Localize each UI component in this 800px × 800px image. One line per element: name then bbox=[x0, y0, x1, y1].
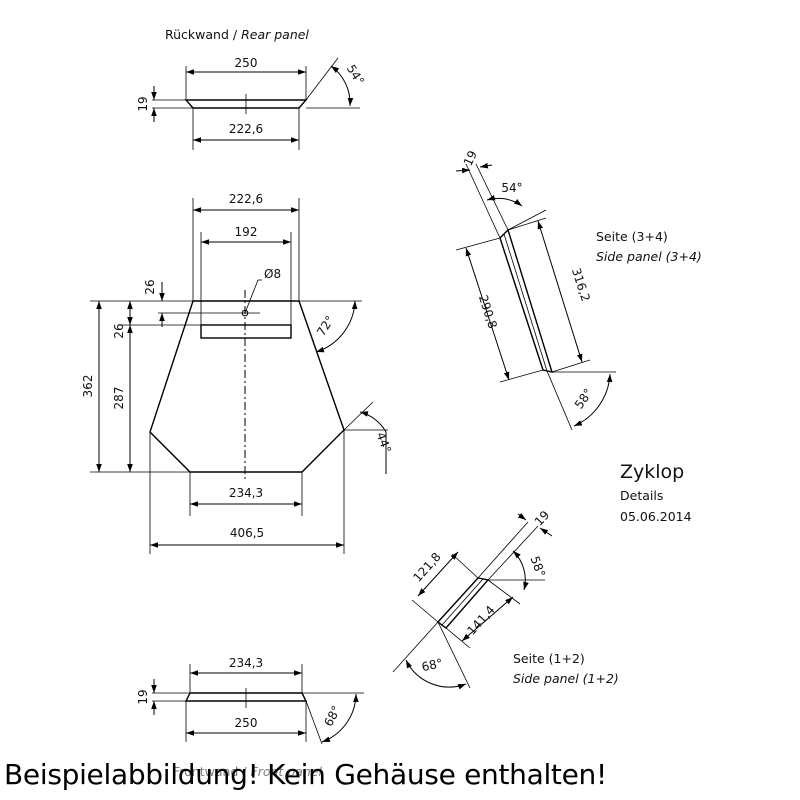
front-dim-thickness: 19 bbox=[136, 689, 150, 704]
title-subtitle: Details bbox=[620, 488, 663, 503]
main-angle-lower: 44° bbox=[374, 430, 394, 455]
side34-angle-bottom: 58° bbox=[572, 386, 596, 411]
front-angle-arc bbox=[321, 693, 359, 743]
side34-angle-top: 54° bbox=[501, 181, 522, 195]
side34-label-en: Side panel (3+4) bbox=[596, 249, 702, 264]
side34-dim-line-short bbox=[465, 247, 510, 381]
rear-dim-top: 250 bbox=[235, 56, 258, 70]
rear-dim-thickness: 19 bbox=[136, 96, 150, 111]
main-dim-total-height: 362 bbox=[81, 375, 95, 398]
main-outline bbox=[149, 300, 345, 473]
main-dim-slot-height: 26 bbox=[112, 323, 126, 338]
side12-angle-top-arc bbox=[512, 550, 529, 591]
side12-label-de: Seite (1+2) bbox=[513, 651, 585, 666]
rear-angle-arc bbox=[330, 65, 354, 107]
main-angle-lower-arc bbox=[359, 411, 387, 474]
main-angle-upper-arc bbox=[315, 300, 358, 353]
side34-angle-bottom-arc bbox=[573, 373, 613, 427]
side34-dim-line-long bbox=[537, 220, 583, 363]
title-block: Zyklop Details 05.06.2014 bbox=[620, 461, 692, 524]
side34-profile bbox=[499, 228, 554, 373]
main-angle-upper: 72° bbox=[314, 313, 337, 338]
rear-panel-title: Rückwand / Rear panel bbox=[165, 27, 309, 42]
side-panel-12-view: 121,8 141,4 19 58° 68° Seite (1+2) Side … bbox=[392, 508, 619, 690]
main-dim-top-inner: 192 bbox=[235, 225, 258, 239]
front-panel-title: Frontwand / Front panel bbox=[173, 764, 323, 779]
front-angle: 68° bbox=[321, 703, 343, 728]
watermark-notice: Beispielabbildung! Kein Gehäuse enthalte… bbox=[4, 758, 607, 791]
main-hole-label: Ø8 bbox=[264, 267, 281, 281]
rear-panel-view: Rückwand / Rear panel 250 222,6 19 54° bbox=[136, 27, 367, 150]
side12-dim-long: 141,4 bbox=[464, 603, 497, 638]
side12-dim-line-short bbox=[417, 551, 459, 597]
side12-angle-bottom-arc bbox=[405, 659, 467, 690]
side12-label-en: Side panel (1+2) bbox=[513, 671, 619, 686]
side34-dim-long: 316,2 bbox=[569, 266, 593, 303]
side34-angle-top-arc bbox=[486, 195, 523, 207]
side12-dim-thickness: 19 bbox=[532, 508, 553, 529]
side34-dim-short: 290,8 bbox=[476, 293, 500, 330]
side-panel-34-view: 19 54° 290,8 316,2 58° Seite (3+4) Side … bbox=[455, 148, 702, 431]
main-slot bbox=[200, 324, 292, 339]
side34-dim-thickness: 19 bbox=[461, 148, 480, 168]
side12-dim-short: 121,8 bbox=[410, 550, 443, 585]
title-name: Zyklop bbox=[620, 461, 684, 483]
rear-dim-bottom: 222,6 bbox=[229, 122, 263, 136]
side12-angle-top: 58° bbox=[528, 554, 548, 579]
side12-dim-line-long bbox=[461, 596, 514, 642]
main-dim-bottom: 234,3 bbox=[229, 486, 263, 500]
front-panel-view: 234,3 250 19 68° Frontwand / Front panel bbox=[136, 656, 364, 779]
front-dim-top: 234,3 bbox=[229, 656, 263, 670]
main-dim-hole-offset: 26 bbox=[143, 279, 157, 294]
main-dim-width: 406,5 bbox=[230, 526, 264, 540]
side34-label-de: Seite (3+4) bbox=[596, 229, 668, 244]
title-date: 05.06.2014 bbox=[620, 509, 692, 524]
front-dim-bottom: 250 bbox=[235, 716, 258, 730]
main-dim-top-outer: 222,6 bbox=[229, 192, 263, 206]
side12-angle-bottom: 68° bbox=[420, 656, 444, 674]
main-view: Ø8 222,6 192 26 26 362 287 72° bbox=[81, 192, 394, 554]
rear-angle: 54° bbox=[344, 62, 367, 87]
main-dim-lower-height: 287 bbox=[112, 387, 126, 410]
